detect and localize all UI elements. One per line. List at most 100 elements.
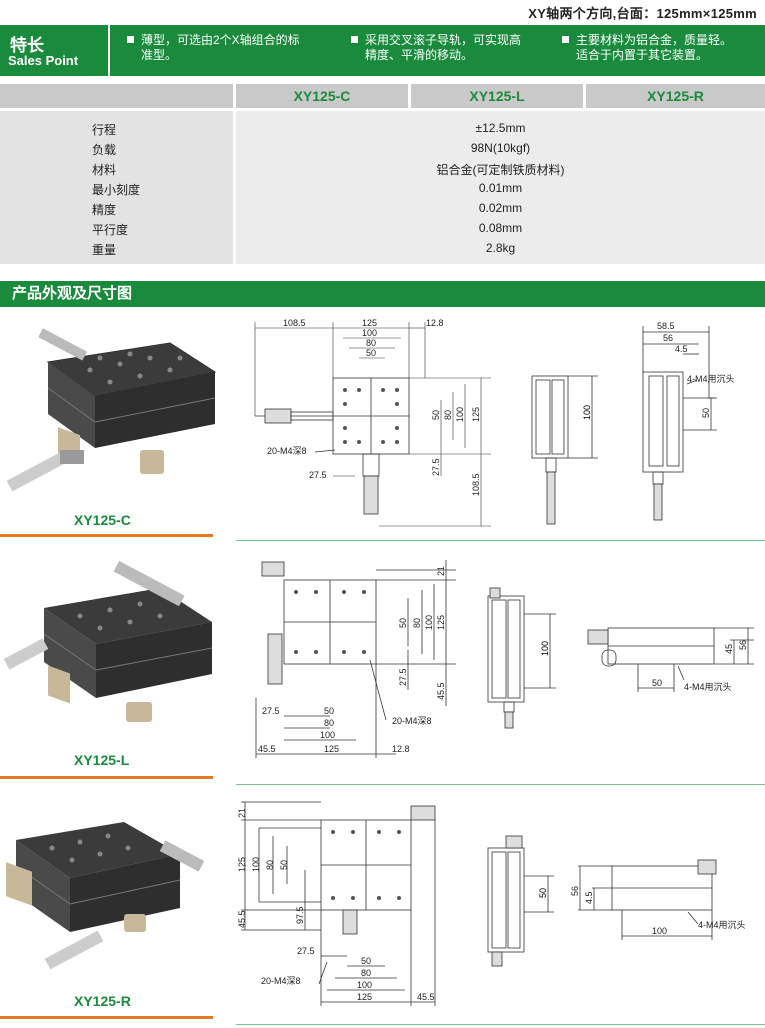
dimension-label: 50: [538, 888, 548, 898]
sales-point-label: 特长 Sales Point: [0, 25, 110, 76]
dimension-label: 50: [324, 706, 334, 716]
dimension-label: 100: [251, 857, 261, 872]
model-header-cell: XY125-L: [411, 84, 583, 108]
dimension-label: 27.5: [431, 458, 441, 476]
hole-spec-note: 4-M4用沉头: [687, 374, 735, 384]
dimension-label: 125: [237, 857, 247, 872]
dimension-label: 50: [279, 860, 289, 870]
dimension-label: 27.5: [262, 706, 280, 716]
dimension-label: 80: [443, 410, 453, 420]
dimension-label: 80: [361, 968, 371, 978]
hole-spec-note: 20-M4深8: [267, 446, 307, 456]
sales-point-title-cn: 特长: [10, 36, 44, 55]
dimension-label: 125: [324, 744, 339, 754]
dimension-label: 100: [455, 407, 465, 422]
sales-point-banner: 特长 Sales Point 薄型，可选由2个X轴组合的标 准型。 采用交叉滚子…: [0, 25, 765, 76]
spec-value: 2.8kg: [485, 241, 516, 255]
feature-item: 采用交叉滚子导轨，可实现高 精度、平滑的移动。: [351, 33, 521, 63]
spec-label: 最小刻度: [92, 183, 141, 197]
section-divider: [236, 784, 765, 785]
xy125-r-product-photo: [6, 822, 205, 970]
xy125-l-side-view-drawing: 100: [487, 587, 556, 729]
dimension-label: 100: [320, 730, 335, 740]
dimension-label: 4.5: [584, 891, 594, 904]
dimension-label: 108.5: [283, 318, 306, 328]
spec-value: 0.02mm: [478, 201, 523, 215]
section-divider: [0, 776, 213, 779]
spec-header-blank: [0, 84, 233, 108]
dimension-label: 125: [436, 615, 446, 630]
bullet-square-icon: [127, 36, 134, 43]
dimension-label: 58.5: [657, 321, 675, 331]
dimension-label: 50: [652, 678, 662, 688]
hole-spec-note: 20-M4深8: [261, 976, 301, 986]
xy125-l-end-view-drawing: 45 56 50 4-M4用沉头: [587, 627, 754, 692]
dimension-label: 56: [570, 886, 580, 896]
dimension-label: 125: [471, 407, 481, 422]
xy125-c-top-view-drawing: 108.5 125 100 80 50 12.8 50 80 100 125 2…: [254, 318, 491, 527]
spec-value: ±12.5mm: [475, 121, 526, 135]
product-model-label: XY125-C: [74, 512, 131, 528]
spec-label: 行程: [92, 123, 117, 137]
xy125-r-end-view-drawing: 56 4.5 100 4-M4用沉头: [570, 859, 746, 940]
model-header-cell: XY125-R: [586, 84, 765, 108]
dimension-label: 56: [663, 333, 673, 343]
dimension-label: 56: [738, 640, 748, 650]
dimension-label: 27.5: [297, 946, 315, 956]
dimension-label: 80: [265, 860, 275, 870]
dimension-label: 45: [724, 644, 734, 654]
bullet-square-icon: [351, 36, 358, 43]
dimension-label: 100: [582, 405, 592, 420]
sales-point-title-en: Sales Point: [8, 53, 79, 68]
xy125-r-side-view-drawing: 50: [487, 835, 554, 967]
spec-label: 平行度: [92, 223, 129, 237]
dimension-label: 50: [366, 348, 376, 358]
section-divider: [236, 540, 765, 541]
dimension-label: 27.5: [309, 470, 327, 480]
dimension-label: 80: [412, 618, 422, 628]
spec-value-column: ±12.5mm 98N(10kgf) 铝合金(可定制铁质材料) 0.01mm 0…: [236, 111, 765, 264]
dimension-label: 100: [357, 980, 372, 990]
section-title: 产品外观及尺寸图: [0, 281, 765, 307]
spec-value: 铝合金(可定制铁质材料): [436, 163, 565, 177]
spec-table-body: 行程 负载 材料 最小刻度 精度 平行度 重量 ±12.5mm 98N(10kg…: [0, 111, 765, 264]
xy125-c-end-view-drawing: 58.5 56 4.5 50 4-M4用沉头: [642, 321, 735, 521]
xy125-r-top-view-drawing: 21 125 100 80 50 45.5 97.5 27.5 50 80 10…: [237, 801, 436, 1006]
spec-value: 0.08mm: [478, 221, 523, 235]
spec-label: 材料: [92, 163, 117, 177]
xy125-l-top-view-drawing: 21 50 80 100 125 27.5 45.5 27.5 50 80 10…: [255, 560, 456, 758]
dimension-label: 80: [324, 718, 334, 728]
spec-label-column: 行程 负载 材料 最小刻度 精度 平行度 重量: [0, 111, 233, 264]
product-model-label: XY125-L: [74, 752, 130, 768]
dimension-label: 21: [237, 808, 247, 818]
dimension-label: 50: [361, 956, 371, 966]
dimension-label: 80: [366, 338, 376, 348]
section-divider: [0, 1016, 213, 1019]
spec-value: 98N(10kgf): [470, 141, 531, 155]
spec-label: 负载: [92, 143, 117, 157]
xy125-c-product-photo: [6, 328, 217, 492]
model-header-cell: XY125-C: [236, 84, 408, 108]
product-model-label: XY125-R: [74, 993, 131, 1009]
bullet-square-icon: [562, 36, 569, 43]
dimension-label: 108.5: [471, 473, 481, 496]
section-divider: [0, 534, 213, 537]
spec-label: 精度: [92, 203, 117, 217]
dimension-label: 12.8: [392, 744, 410, 754]
dimension-label: 97.5: [295, 906, 305, 924]
section-divider: [236, 1024, 765, 1025]
hole-spec-note: 20-M4深8: [392, 716, 432, 726]
dimension-label: 21: [436, 566, 446, 576]
spec-label: 重量: [92, 243, 117, 257]
hole-spec-note: 4-M4用沉头: [698, 920, 746, 930]
dimension-label: 125: [357, 992, 372, 1002]
feature-item: 主要材料为铝合金，质量轻。 适合于内置于其它装置。: [562, 33, 732, 63]
dimension-label: 125: [362, 318, 377, 328]
dimension-label: 45.5: [258, 744, 276, 754]
dimension-label: 45.5: [237, 910, 247, 928]
hole-spec-note: 4-M4用沉头: [684, 682, 732, 692]
dimension-label: 50: [398, 618, 408, 628]
xy125-c-side-view-drawing: 100: [531, 375, 598, 525]
dimension-label: 50: [431, 410, 441, 420]
dimension-label: 100: [424, 615, 434, 630]
